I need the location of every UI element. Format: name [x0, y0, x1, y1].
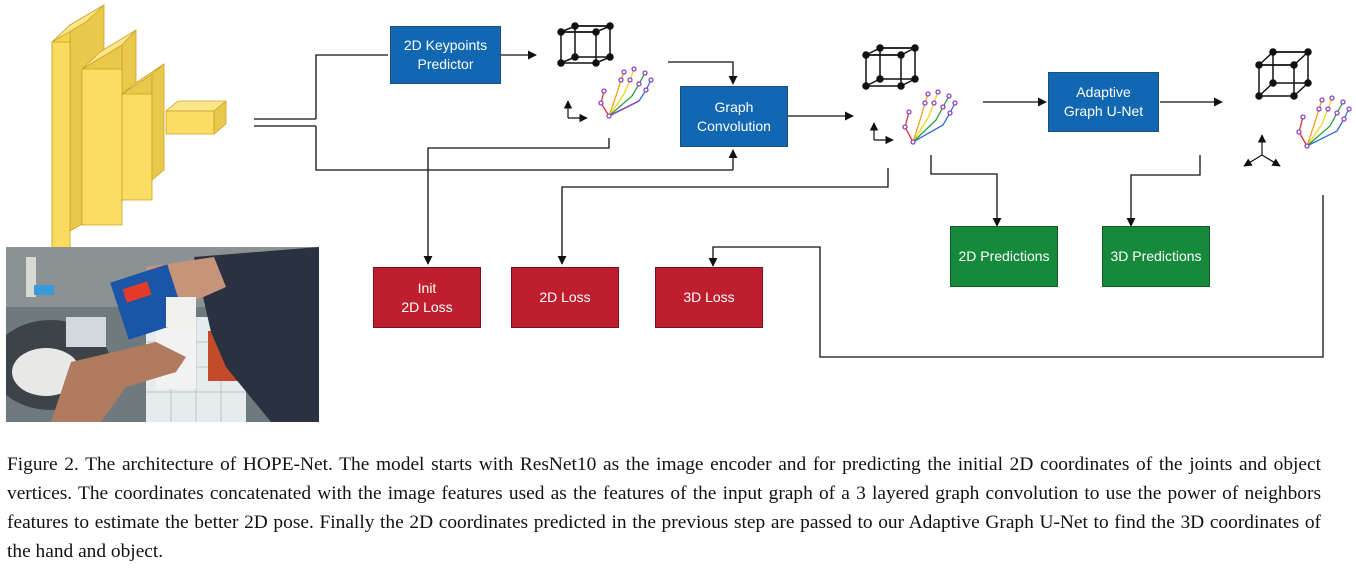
resnet-encoder-icon — [51, 4, 228, 249]
cube-graph-icon — [1255, 48, 1312, 100]
architecture-diagram — [51, 4, 1352, 358]
encoder-connectors — [254, 50, 738, 171]
init-2d-loss-block: Init 2D Loss — [373, 267, 481, 328]
cube-graph-icon — [862, 44, 919, 90]
3d-predictions-block: 3D Predictions — [1102, 226, 1210, 287]
figure-caption: Figure 2. The architecture of HOPE-Net. … — [7, 454, 1321, 562]
flow-arrows — [423, 61, 1324, 358]
axes-2d-icon — [869, 122, 894, 145]
hand-object-input-photo — [6, 247, 319, 422]
keypoints-predictor-block: 2D Keypoints Predictor — [390, 26, 501, 84]
hand-skeleton-icon — [902, 89, 958, 145]
hand-skeleton-icon — [1296, 95, 1352, 149]
cube-graph-icon — [557, 22, 614, 67]
axes-3d-icon — [1243, 134, 1281, 167]
3d-loss-block: 3D Loss — [655, 267, 763, 328]
graph-convolution-block: Graph Convolution — [680, 86, 788, 147]
2d-predictions-block: 2D Predictions — [950, 226, 1058, 287]
axes-2d-icon — [563, 100, 588, 123]
2d-loss-block: 2D Loss — [511, 267, 619, 328]
adaptive-graph-unet-block: Adaptive Graph U-Net — [1048, 72, 1159, 132]
hand-skeleton-icon — [598, 66, 654, 119]
